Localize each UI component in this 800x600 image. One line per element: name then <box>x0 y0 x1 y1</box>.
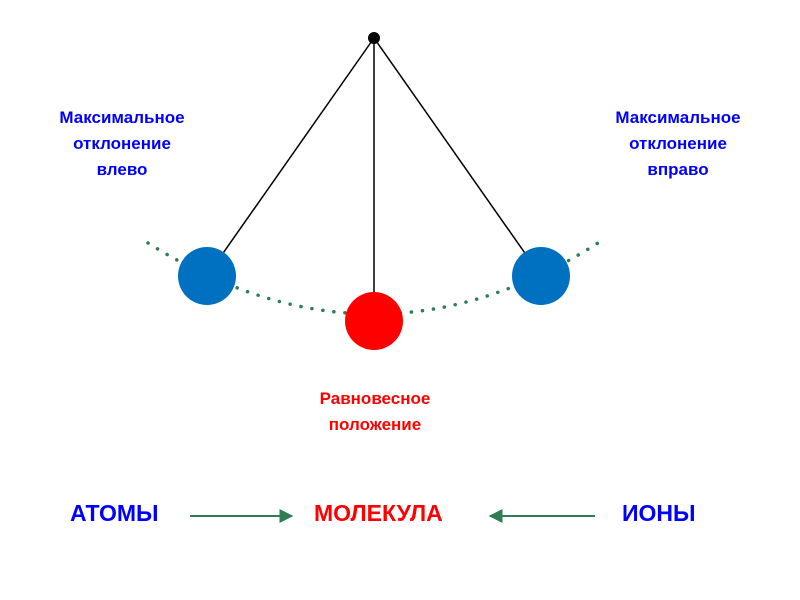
bob-center <box>345 292 403 350</box>
label-equilibrium-line2: положение <box>328 415 422 434</box>
string-right <box>373 37 542 277</box>
label-max-left: Максимальное отклонение влево <box>30 105 214 183</box>
label-max-right: Максимальное отклонение вправо <box>586 105 770 183</box>
label-max-right-line1: Максимальное <box>615 108 741 127</box>
bob-left <box>178 247 236 305</box>
word-molecule: МОЛЕКУЛА <box>314 500 443 526</box>
label-equilibrium-line1: Равновесное <box>319 389 431 408</box>
string-left <box>206 37 375 277</box>
label-max-left-line2: отклонение <box>73 134 171 153</box>
label-equilibrium: Равновесное положение <box>280 386 470 438</box>
label-max-left-line1: Максимальное <box>59 108 185 127</box>
pivot-point <box>368 32 380 44</box>
word-atoms: АТОМЫ <box>70 500 159 526</box>
label-max-right-line3: вправо <box>647 160 709 179</box>
word-ions: ИОНЫ <box>622 500 696 526</box>
label-max-left-line3: влево <box>96 160 148 179</box>
bob-right <box>512 247 570 305</box>
label-max-right-line2: отклонение <box>629 134 727 153</box>
